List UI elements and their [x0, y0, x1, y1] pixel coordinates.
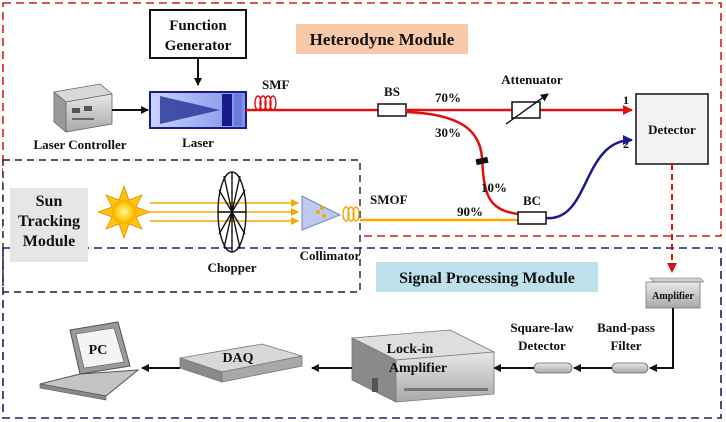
bandpass-label-1: Band-pass [597, 320, 655, 335]
smof-label: SMOF [370, 192, 408, 207]
heterodyne-module-border [2, 2, 722, 237]
smf-label: SMF [262, 77, 290, 92]
chopper-icon [217, 171, 247, 253]
connector-marker [475, 156, 489, 166]
sun-tracking-label-bg [10, 188, 88, 262]
detector-box [635, 93, 709, 165]
pc-laptop-icon [39, 321, 140, 401]
pc-label: PC [89, 343, 108, 358]
bs-30-path [405, 110, 519, 216]
function-generator-label-1: Function [169, 18, 227, 34]
bs-label: BS [384, 84, 400, 99]
sun-icon [96, 184, 152, 240]
ratio-70: 70% [435, 90, 461, 105]
sun-tracking-title-line1: Sun [36, 193, 63, 210]
signal-processing-label-bg [376, 262, 598, 292]
lock-in-label-1: Lock-in [387, 342, 434, 357]
laser-controller-icon [53, 83, 113, 133]
bc-coupler [517, 211, 547, 225]
sun-tracking-title-line3: Module [23, 233, 75, 250]
amplifier-output-line [660, 308, 674, 369]
smf-coil-icon [254, 95, 277, 111]
signal-processing-module-border [2, 247, 722, 419]
laser-label: Laser [182, 135, 214, 150]
square-law-label-2: Detector [518, 338, 566, 353]
collimator-label: Collimator [300, 248, 361, 263]
laser-controller-label: Laser Controller [33, 137, 126, 152]
square-law-label-1: Square-law [510, 320, 574, 335]
signal-processing-module-title: Signal Processing Module [399, 270, 575, 287]
ratio-10: 10% [481, 180, 507, 195]
daq-icon [179, 343, 303, 383]
function-generator-box [149, 9, 247, 59]
chopper-label: Chopper [207, 260, 256, 275]
bandpass-label-2: Filter [610, 338, 641, 353]
bc-label: BC [523, 193, 541, 208]
bandpass-filter-icon [611, 362, 649, 374]
ratio-30: 30% [435, 125, 461, 140]
bs-coupler [377, 103, 407, 117]
detector-label: Detector [648, 122, 696, 137]
ratio-90: 90% [457, 204, 483, 219]
heterodyne-module-title: Heterodyne Module [310, 30, 455, 49]
daq-label: DAQ [222, 351, 253, 366]
heterodyne-label-bg [296, 24, 468, 54]
attenuator-arrow [505, 93, 549, 125]
laser-icon [149, 91, 247, 129]
collimator-icon [301, 195, 342, 231]
lock-in-label-2: Amplifier [389, 361, 447, 376]
square-law-detector-icon [533, 362, 573, 374]
lock-in-amplifier-icon [350, 329, 496, 403]
attenuator-label: Attenuator [501, 72, 563, 87]
port-1-label: 1 [623, 93, 629, 107]
function-generator-label-2: Generator [165, 38, 232, 54]
sun-tracking-title-line2: Tracking [18, 213, 80, 230]
bc-to-detector-path [545, 135, 633, 220]
amplifier-label: Amplifier [652, 291, 694, 302]
smof-coil-icon [342, 206, 360, 222]
